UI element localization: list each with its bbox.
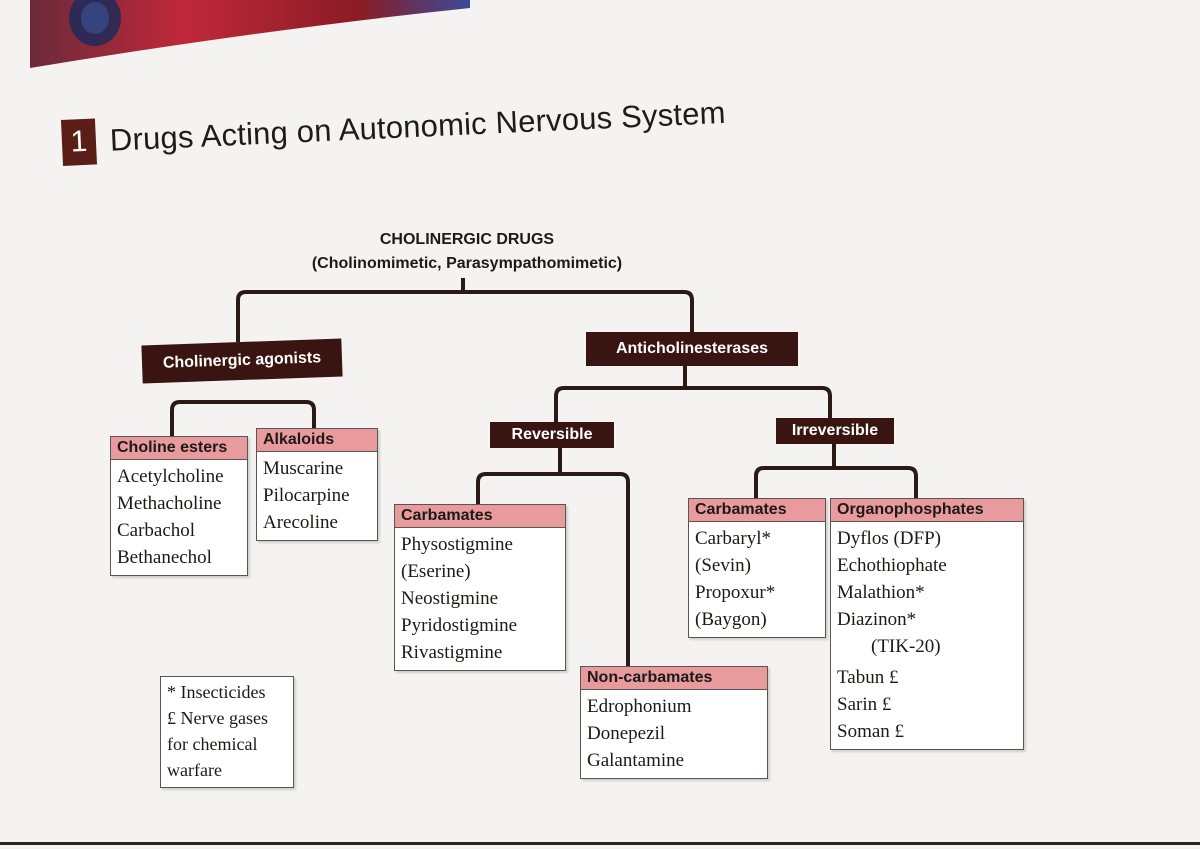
irreversible-label: Irreversible	[776, 418, 894, 444]
reversible-carbamates-header: Carbamates	[395, 505, 565, 528]
cholinergic-agonists-text: Cholinergic agonists	[162, 349, 322, 372]
irreversible-carbamates-box: Carbamates Carbaryl* (Sevin) Propoxur* (…	[688, 498, 826, 638]
list-item: Soman £	[837, 721, 905, 742]
list-item: Carbachol	[117, 520, 196, 541]
non-carbamates-header: Non-carbamates	[581, 667, 767, 690]
decorative-banner	[0, 0, 1200, 80]
choline-esters-header: Choline esters	[111, 437, 247, 460]
list-item: Carbaryl*	[695, 528, 771, 549]
list-item: Bethanechol	[117, 547, 212, 568]
list-item: (Eserine)	[401, 561, 471, 582]
alkaloids-box: Alkaloids Muscarine Pilocarpine Arecolin…	[256, 428, 378, 541]
cholinergic-agonists-label: Cholinergic agonists	[141, 338, 343, 384]
connector-irreversible-children	[754, 466, 918, 498]
connector-reversible-irreversible	[554, 386, 832, 422]
root-subtitle: (Cholinomimetic, Parasympathomimetic)	[311, 255, 623, 272]
list-item: (Sevin)	[695, 555, 751, 576]
anticholinesterases-label: Anticholinesterases	[586, 332, 798, 366]
list-item: Dyflos (DFP)	[837, 528, 941, 549]
legend-item: warfare	[167, 760, 222, 780]
alkaloids-header: Alkaloids	[257, 429, 377, 452]
list-item: Neostigmine	[401, 588, 499, 609]
list-item: Sarin £	[837, 694, 892, 715]
list-item: Rivastigmine	[401, 642, 503, 663]
list-item: Physostigmine	[401, 534, 513, 555]
list-item: Propoxur*	[695, 582, 776, 603]
reversible-carbamates-box: Carbamates Physostigmine (Eserine) Neost…	[394, 504, 566, 671]
list-item: Tabun £	[837, 667, 899, 688]
list-item: (TIK-20)	[871, 636, 941, 657]
list-item: Edrophonium	[587, 696, 692, 717]
reversible-label: Reversible	[490, 422, 614, 448]
legend-box: * Insecticides £ Nerve gases for chemica…	[160, 676, 294, 788]
list-item: Galantamine	[587, 750, 685, 771]
list-item: Pilocarpine	[263, 485, 350, 506]
page-bottom-edge	[0, 842, 1200, 845]
list-item: Muscarine	[263, 458, 344, 479]
anticholinesterases-text: Anticholinesterases	[615, 340, 769, 357]
list-item: Pyridostigmine	[401, 615, 518, 636]
list-item: Diazinon*	[837, 609, 917, 630]
organophosphates-box: Organophosphates Dyflos (DFP) Echothioph…	[830, 498, 1024, 750]
organophosphates-header: Organophosphates	[831, 499, 1023, 522]
irreversible-carbamates-header: Carbamates	[689, 499, 825, 522]
legend-item: * Insecticides	[167, 682, 266, 702]
list-item: Acetylcholine	[117, 466, 224, 487]
irreversible-text: Irreversible	[791, 422, 879, 439]
list-item: Arecoline	[263, 512, 338, 533]
list-item: Echothiophate	[837, 555, 947, 576]
list-item: Donepezil	[587, 723, 666, 744]
connector-agonists	[170, 400, 316, 440]
connector-reversible-children	[476, 472, 630, 668]
list-item: Malathion*	[837, 582, 925, 603]
non-carbamates-box: Non-carbamates Edrophonium Donepezil Gal…	[580, 666, 768, 779]
root-title-block: CHOLINERGIC DRUGS (Cholinomimetic, Paras…	[262, 228, 672, 276]
reversible-text: Reversible	[511, 426, 593, 443]
choline-esters-box: Choline esters Acetylcholine Methacholin…	[110, 436, 248, 576]
legend-item: £ Nerve gases	[167, 708, 268, 728]
list-item: (Baygon)	[695, 609, 767, 630]
connector-root-bar	[236, 290, 694, 342]
root-title: CHOLINERGIC DRUGS	[379, 231, 555, 248]
legend-item: for chemical	[167, 734, 258, 754]
list-item: Methacholine	[117, 493, 222, 514]
